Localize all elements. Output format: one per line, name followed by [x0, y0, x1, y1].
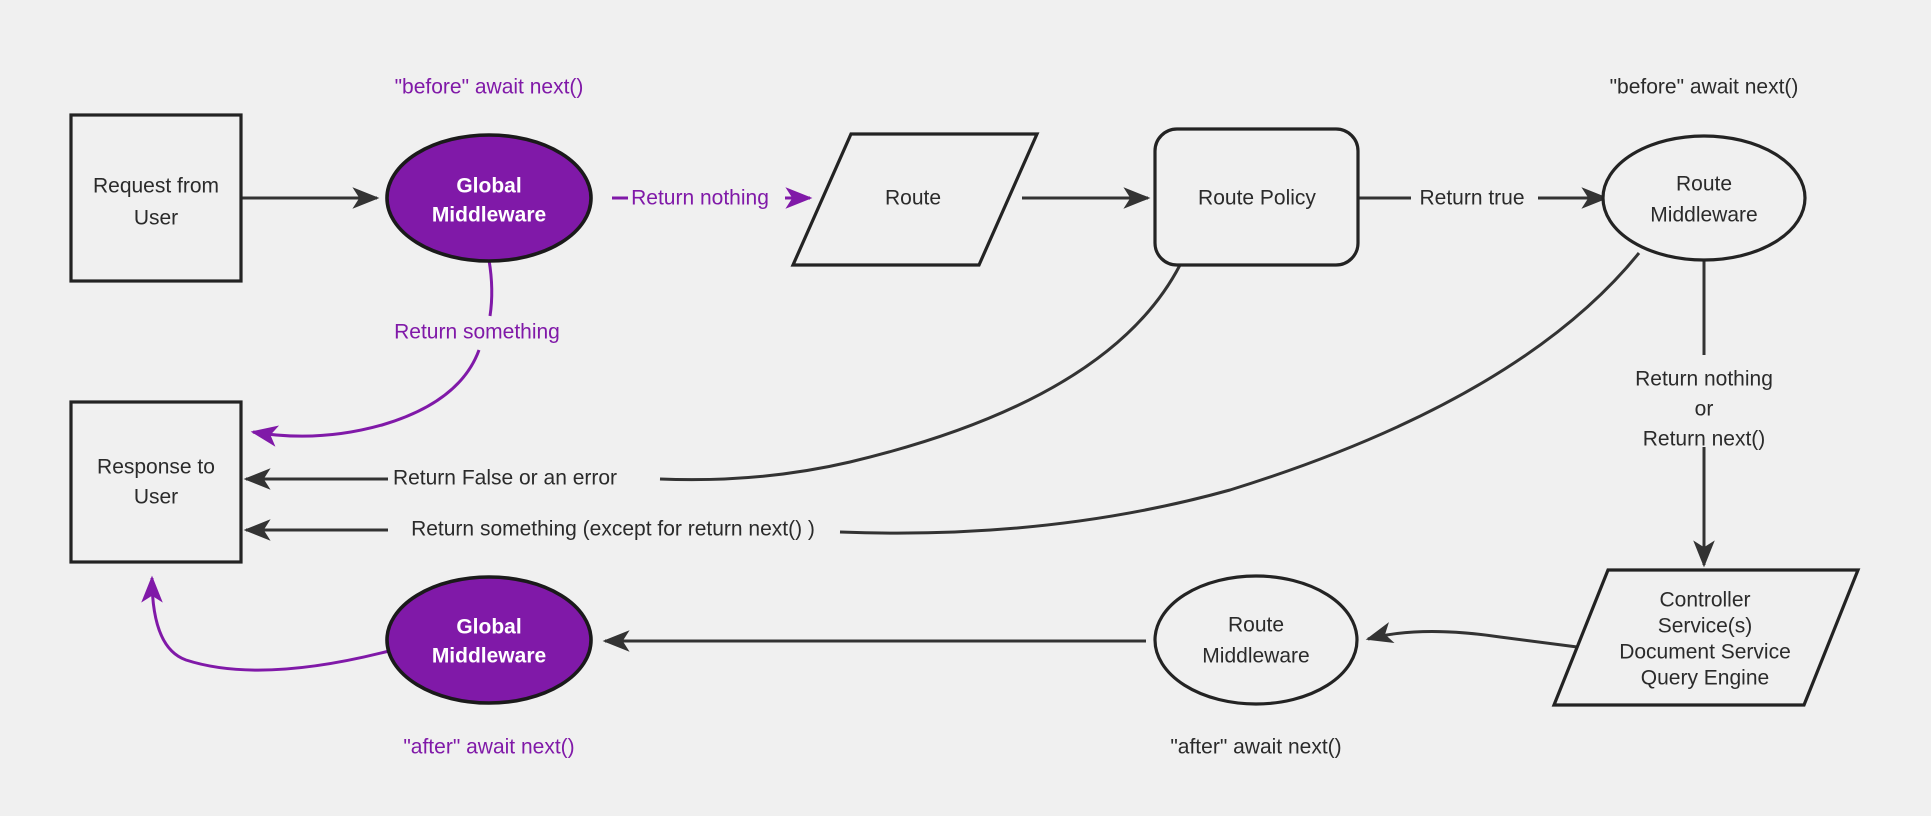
route-parallelogram[interactable] [790, 132, 1040, 267]
global-middleware-bottom-label-line2: Middleware [432, 645, 546, 668]
route-middleware-top-ellipse[interactable] [1601, 134, 1807, 262]
edge-route-middleware-to-response-curve [839, 252, 1641, 535]
edge-label-return-something-except-next: Return something (except for return next… [411, 518, 815, 541]
route-middleware-top-label-line2: Middleware [1650, 204, 1757, 227]
edge-global-middleware-bottom-to-response [141, 575, 390, 672]
edge-label-return-true: Return true [1419, 187, 1524, 210]
edge-global-middleware-to-response [250, 349, 481, 447]
response-to-user-box[interactable] [69, 400, 243, 564]
node-response-to-user[interactable]: Response to User [69, 400, 243, 564]
global-middleware-bottom-label-line1: Global [456, 616, 521, 639]
edge-label-return-false-or-error: Return False or an error [393, 467, 617, 490]
route-label: Route [885, 187, 941, 210]
request-from-user-box[interactable] [69, 113, 243, 283]
route-policy-box[interactable] [1153, 127, 1360, 267]
response-to-user-label-line2: User [134, 486, 178, 509]
edge-label-return-nothing-or-next-line2: or [1695, 398, 1714, 421]
route-middleware-bottom-ellipse[interactable] [1153, 574, 1359, 706]
controller-label-line3: Document Service [1619, 641, 1791, 664]
edge-route-policy-to-response-curve [659, 264, 1182, 482]
global-middleware-top-ellipse[interactable] [385, 133, 593, 263]
node-global-middleware-bottom[interactable]: Global Middleware [385, 575, 593, 705]
route-middleware-bottom-label-line2: Middleware [1202, 645, 1309, 668]
node-controller-services[interactable]: Controller Service(s) Document Service Q… [1551, 568, 1861, 707]
controller-label-line1: Controller [1659, 589, 1750, 612]
route-middleware-top-label-line1: Route [1676, 173, 1732, 196]
annotation-after-await-next-route: "after" await next() [1170, 736, 1341, 759]
global-middleware-top-label-line1: Global [456, 175, 521, 198]
edge-label-return-nothing-or-next-line1: Return nothing [1635, 368, 1773, 391]
edge-global-middleware-to-response-stem [487, 259, 494, 317]
node-route-middleware-bottom[interactable]: Route Middleware [1153, 574, 1359, 706]
request-from-user-label-line2: User [134, 207, 178, 230]
edge-controller-to-route-middleware-bottom [1365, 622, 1586, 650]
node-route-policy[interactable]: Route Policy [1153, 127, 1360, 267]
route-middleware-bottom-label-line1: Route [1228, 614, 1284, 637]
controller-parallelogram[interactable] [1551, 568, 1861, 707]
node-request-from-user[interactable]: Request from User [69, 113, 243, 283]
request-from-user-label-line1: Request from [93, 175, 219, 198]
annotation-before-await-next-route: "before" await next() [1610, 76, 1799, 99]
node-route-middleware-top[interactable]: Route Middleware [1601, 134, 1807, 262]
annotation-before-await-next-global: "before" await next() [395, 76, 584, 99]
annotation-after-await-next-global: "after" await next() [403, 736, 574, 759]
controller-label-line4: Query Engine [1641, 667, 1769, 690]
node-route[interactable]: Route [790, 132, 1040, 267]
edge-label-return-nothing-or-next-line3: Return next() [1643, 428, 1766, 451]
edge-label-return-nothing: Return nothing [631, 187, 769, 210]
edge-label-return-something: Return something [394, 321, 560, 344]
response-to-user-label-line1: Response to [97, 456, 215, 479]
node-global-middleware-top[interactable]: Global Middleware [385, 133, 593, 263]
route-policy-label: Route Policy [1198, 187, 1316, 210]
global-middleware-top-label-line2: Middleware [432, 204, 546, 227]
global-middleware-bottom-ellipse[interactable] [385, 575, 593, 705]
controller-label-line2: Service(s) [1658, 615, 1753, 638]
